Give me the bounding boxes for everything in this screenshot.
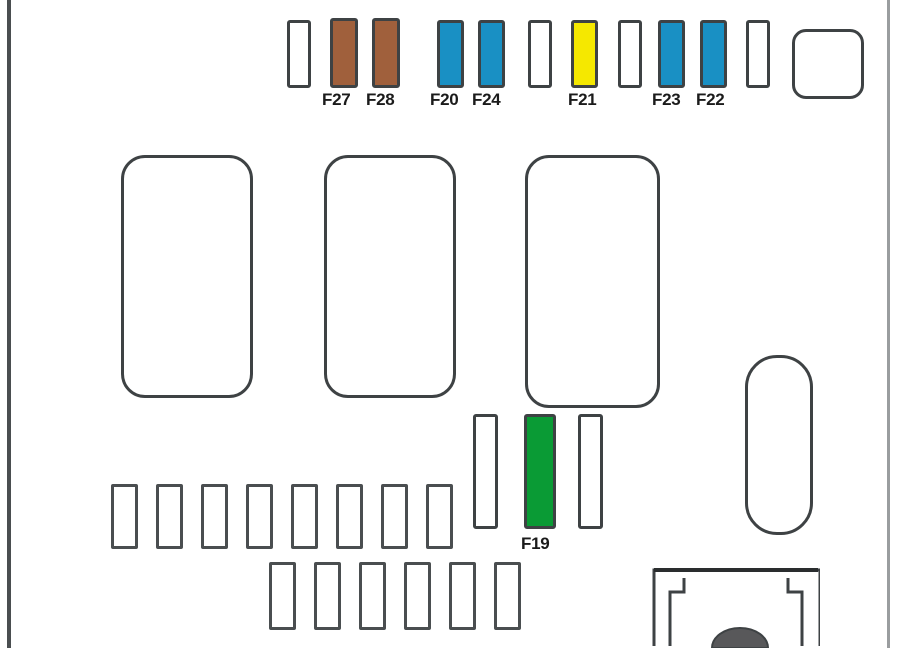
fuse-slot-empty[interactable] xyxy=(426,484,453,549)
fuse-slot-empty[interactable] xyxy=(291,484,318,549)
fuse-label-f20: F20 xyxy=(430,90,459,109)
fuse-f21[interactable] xyxy=(571,20,598,88)
relay-box-top-right[interactable] xyxy=(792,29,864,99)
fuse-slot-empty[interactable] xyxy=(528,20,552,88)
fuse-slot-empty[interactable] xyxy=(404,562,431,630)
fuse-slot-empty[interactable] xyxy=(287,20,311,88)
fuse-slot-empty[interactable] xyxy=(246,484,273,549)
fuse-slot-empty[interactable] xyxy=(201,484,228,549)
enclosure-left-edge xyxy=(7,0,11,648)
fuse-slot-empty[interactable] xyxy=(578,414,603,529)
fuse-f28[interactable] xyxy=(372,18,400,88)
fuse-label-f21: F21 xyxy=(568,90,597,109)
fuse-slot-empty[interactable] xyxy=(449,562,476,630)
relay-box-2[interactable] xyxy=(324,155,456,398)
fuse-slot-empty[interactable] xyxy=(746,20,770,88)
fuse-slot-empty[interactable] xyxy=(473,414,498,529)
fuse-f19[interactable] xyxy=(524,414,556,529)
enclosure-right-edge xyxy=(887,0,890,648)
fuse-f22[interactable] xyxy=(700,20,727,88)
fuse-f24[interactable] xyxy=(478,20,505,88)
relay-box-right-pill[interactable] xyxy=(745,355,813,535)
fuse-f27[interactable] xyxy=(330,18,358,88)
fuse-slot-empty[interactable] xyxy=(381,484,408,549)
relay-box-3[interactable] xyxy=(525,155,660,408)
fuse-f20[interactable] xyxy=(437,20,464,88)
fuse-slot-empty[interactable] xyxy=(156,484,183,549)
fuse-slot-empty[interactable] xyxy=(618,20,642,88)
fuse-slot-empty[interactable] xyxy=(359,562,386,630)
fuse-slot-empty[interactable] xyxy=(336,484,363,549)
relay-box-1[interactable] xyxy=(121,155,253,398)
fuse-f23[interactable] xyxy=(658,20,685,88)
fuse-label-f19: F19 xyxy=(521,534,550,553)
fuse-slot-empty[interactable] xyxy=(314,562,341,630)
fuse-label-f22: F22 xyxy=(696,90,725,109)
fuse-label-f27: F27 xyxy=(322,90,351,109)
fuse-label-f23: F23 xyxy=(652,90,681,109)
fuse-label-f24: F24 xyxy=(472,90,501,109)
fuse-slot-empty[interactable] xyxy=(269,562,296,630)
bottom-connector-bracket xyxy=(652,566,820,648)
fuse-label-f28: F28 xyxy=(366,90,395,109)
fuse-slot-empty[interactable] xyxy=(111,484,138,549)
fuse-slot-empty[interactable] xyxy=(494,562,521,630)
